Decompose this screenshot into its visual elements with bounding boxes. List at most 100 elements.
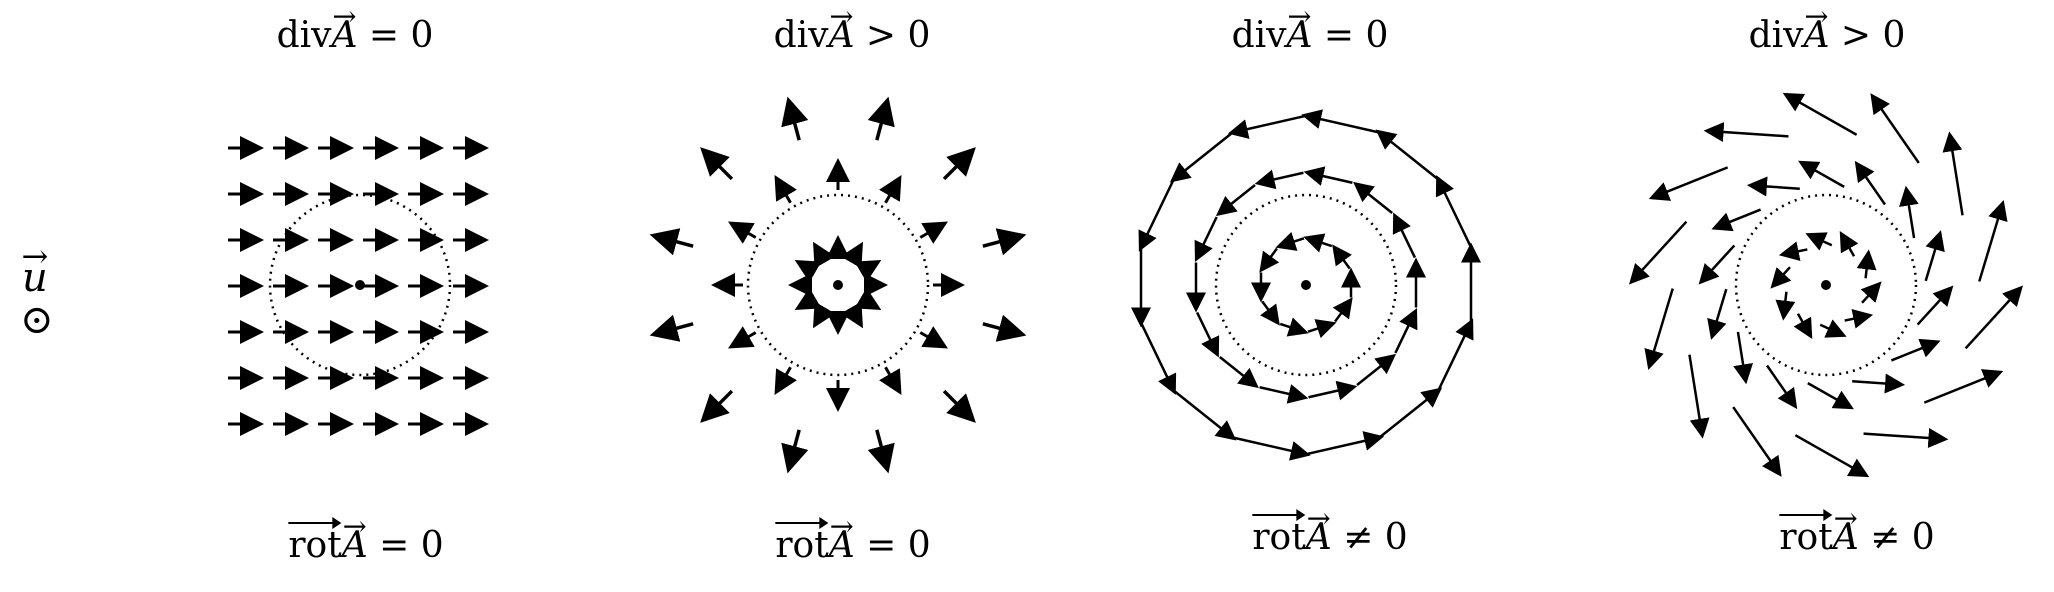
field-arrow: [1860, 281, 1882, 304]
field-arrow: [1375, 129, 1439, 181]
field-arrow: [1303, 233, 1333, 253]
field-arrow: [1301, 109, 1380, 134]
field-arrow: [1648, 166, 1729, 201]
field-arrow: [1916, 285, 1954, 326]
field-arrow: [1356, 353, 1397, 387]
field-arrow: [854, 259, 882, 283]
field-arrow: [1303, 166, 1353, 186]
field-arrow: [1259, 247, 1280, 273]
panel-spiral-field: [1629, 92, 2023, 478]
field-arrow: [812, 301, 836, 329]
field-arrow: [1819, 319, 1847, 338]
field-arrow: [1232, 436, 1311, 461]
field-arrow: [1219, 355, 1259, 389]
field-arrow: [794, 287, 822, 311]
field-arrow: [1863, 428, 1949, 448]
field-arrow: [1215, 183, 1256, 217]
field-arrow: [1775, 291, 1796, 321]
field-arrow: [1794, 434, 1870, 478]
dotted-circle: [746, 193, 930, 377]
field-arrow: [1805, 232, 1833, 251]
field-arrow: [1173, 389, 1237, 441]
field-arrow: [942, 389, 976, 423]
panel-radial-field: [649, 96, 1027, 474]
field-arrow: [1194, 216, 1218, 263]
rot-label-1: rotA = 0: [288, 517, 444, 564]
field-arrow: [1308, 380, 1358, 401]
field-arrow: [781, 429, 809, 474]
field-arrow: [840, 301, 864, 329]
field-arrow: [1854, 160, 1886, 206]
field-arrow: [1923, 369, 2004, 404]
div-label-4: divA > 0: [1749, 18, 1906, 54]
field-arrow: [1260, 300, 1280, 326]
field-arrow: [1332, 297, 1353, 323]
field-arrow: [1138, 179, 1175, 252]
rot-label-4: rotA ≠ 0: [1779, 509, 1935, 556]
field-arrow: [1732, 406, 1782, 477]
panel-rotational-field: [1131, 109, 1481, 461]
field-arrow: [781, 96, 809, 141]
center-point: [1821, 280, 1831, 290]
field-arrow: [942, 147, 976, 181]
field-arrow: [879, 175, 902, 204]
field-arrow: [919, 221, 948, 244]
field-arrow: [774, 366, 797, 395]
field-arrow: [1332, 244, 1352, 270]
field-arrow: [1844, 308, 1874, 329]
field-arrow: [812, 241, 836, 269]
field-arrow: [700, 147, 734, 181]
field-arrow: [1778, 241, 1808, 262]
field-arrow: [1746, 176, 1800, 197]
field-arrow: [1394, 307, 1418, 354]
field-arrow: [1227, 114, 1307, 139]
field-arrow: [1644, 288, 1674, 370]
field-arrow: [1392, 212, 1416, 259]
field-arrow: [1437, 318, 1474, 391]
div-label-1: divA = 0: [277, 18, 434, 54]
field-arrow: [728, 326, 757, 349]
field-arrow: [854, 287, 882, 311]
field-arrow: [1169, 131, 1234, 183]
field-arrow: [1698, 244, 1736, 285]
field-arrow: [1254, 169, 1304, 190]
field-arrow: [982, 228, 1027, 256]
field-arrow: [1305, 431, 1385, 456]
field-arrow: [1839, 231, 1859, 257]
field-arrow: [1259, 384, 1309, 404]
field-arrow: [1793, 313, 1813, 339]
panel-uniform-field: [228, 136, 489, 436]
field-arrow: [1856, 249, 1877, 279]
div-label-3: divA = 0: [1232, 18, 1389, 54]
dotted-circle: [1214, 193, 1398, 377]
field-arrow: [1924, 230, 1945, 282]
field-arrow: [1770, 266, 1792, 289]
field-arrow: [1711, 208, 1762, 232]
field-arrow: [867, 96, 895, 141]
u-vector-label: u: [22, 255, 48, 301]
field-arrow: [1703, 122, 1789, 142]
field-arrow: [649, 228, 694, 256]
field-arrow: [1782, 92, 1858, 136]
field-arrow: [1733, 331, 1753, 385]
rot-label-2: rotA = 0: [775, 517, 931, 564]
center-point: [833, 280, 843, 290]
field-arrow: [700, 389, 734, 423]
field-arrow: [728, 221, 757, 244]
field-arrow: [1870, 93, 1920, 164]
field-arrow: [867, 429, 895, 474]
field-arrow: [1275, 231, 1305, 251]
field-arrow: [1435, 175, 1473, 248]
rot-label-3: rotA ≠ 0: [1252, 509, 1408, 556]
field-arrow: [1852, 373, 1906, 394]
field-arrow: [1378, 387, 1443, 439]
field-arrow: [1307, 319, 1337, 339]
field-arrow: [794, 259, 822, 283]
field-arrow: [1807, 382, 1854, 410]
center-point: [1301, 280, 1311, 290]
dotted-circle: [268, 193, 452, 377]
field-arrow: [1353, 181, 1393, 215]
field-arrow: [1688, 354, 1710, 439]
field-arrow: [1766, 364, 1798, 410]
